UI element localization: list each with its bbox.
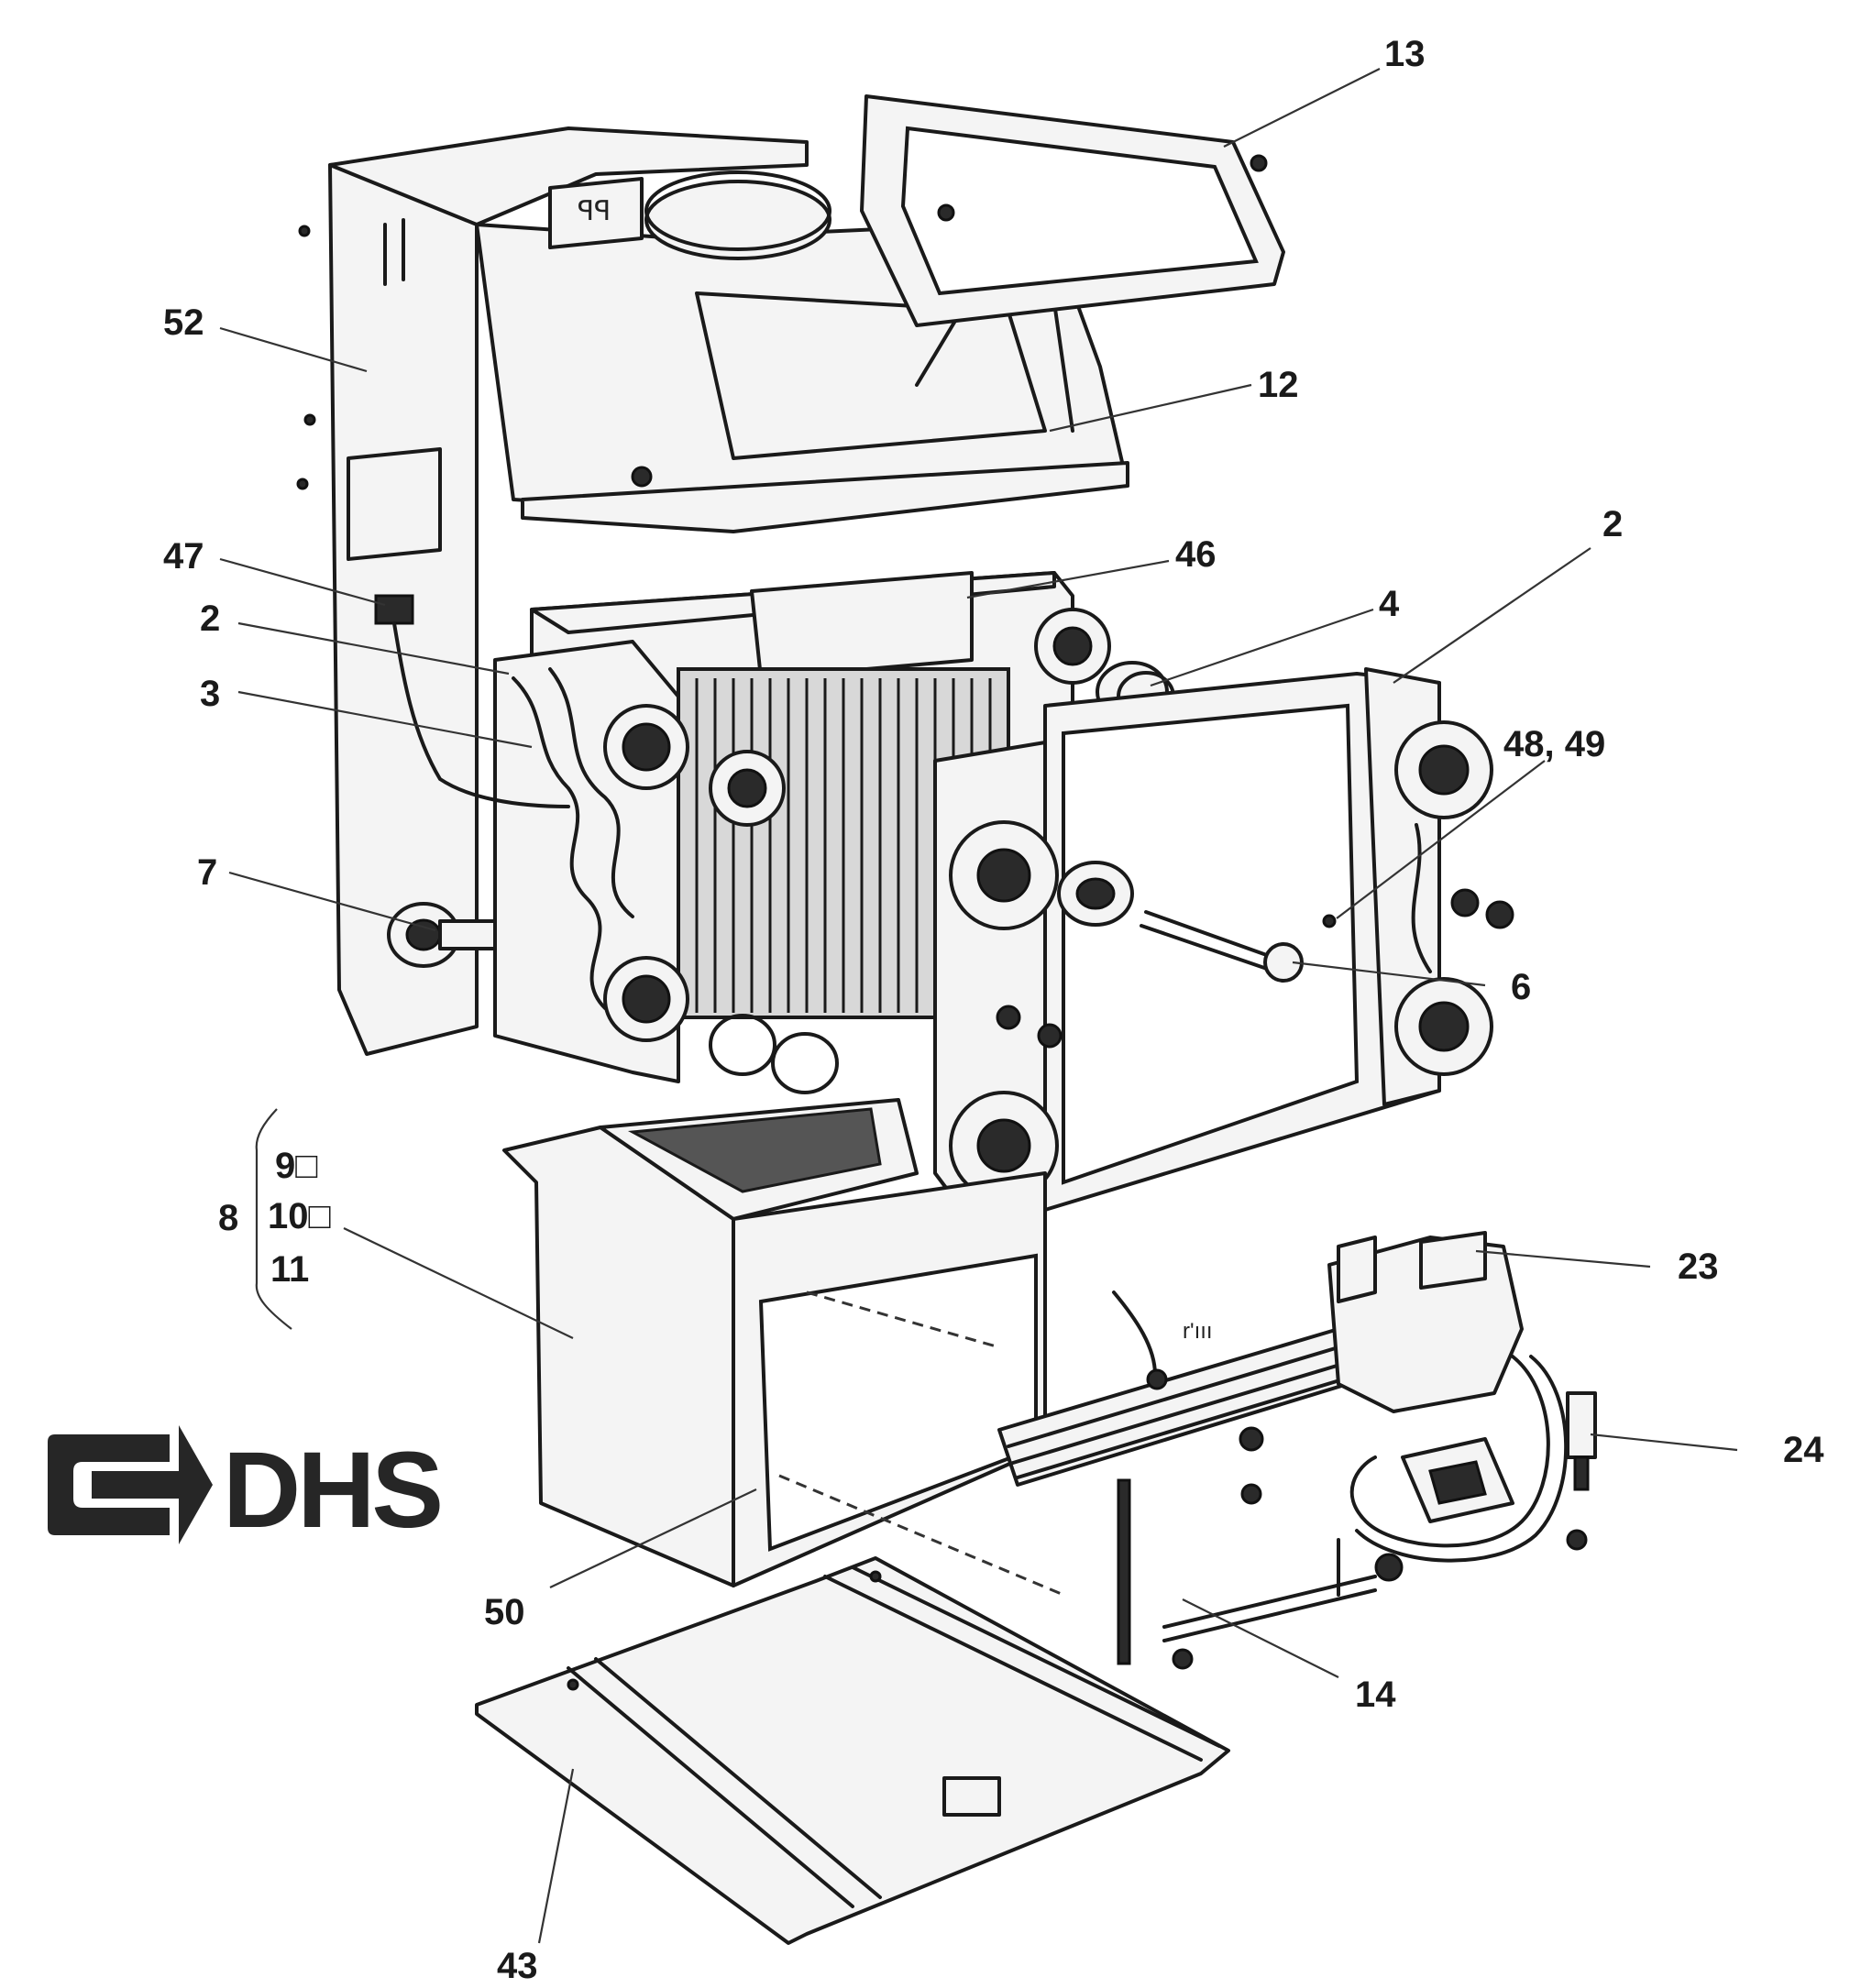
callout-4: 4 <box>1379 584 1400 624</box>
leader-52 <box>219 326 368 373</box>
group-brace <box>255 1108 292 1330</box>
callout-2-left: 2 <box>200 599 220 639</box>
callout-13: 13 <box>1384 34 1426 74</box>
leader-47 <box>219 557 386 607</box>
callout-43: 43 <box>497 1946 538 1986</box>
bottom-plate-part <box>475 1556 1230 1945</box>
callout-7: 7 <box>197 852 217 893</box>
bolt-part <box>1057 861 1337 983</box>
leader-2-right <box>1393 547 1591 684</box>
callout-3: 3 <box>200 674 220 714</box>
callout-50: 50 <box>484 1592 525 1632</box>
leader-14 <box>1182 1598 1339 1678</box>
leader-7 <box>228 871 436 932</box>
callout-2-right: 2 <box>1602 504 1623 544</box>
leader-6 <box>1292 961 1486 987</box>
callout-6: 6 <box>1511 967 1531 1007</box>
callout-48-49: 48, 49 <box>1503 724 1605 764</box>
brand-logo: DHS <box>48 1425 444 1551</box>
gas-valve-part: r'ııı <box>1112 1231 1524 1505</box>
leader-4 <box>1150 608 1374 687</box>
callout-52: 52 <box>163 302 204 343</box>
pressure-switch-part <box>1337 1355 1597 1597</box>
callout-23: 23 <box>1678 1247 1719 1287</box>
o-rings-part <box>709 1014 839 1094</box>
leader-13 <box>1223 68 1381 148</box>
leader-8-11 <box>343 1227 574 1339</box>
leader-46 <box>966 559 1170 599</box>
callout-12: 12 <box>1258 365 1299 405</box>
leader-23 <box>1475 1249 1651 1269</box>
leader-3 <box>237 690 533 749</box>
callout-46: 46 <box>1175 534 1217 575</box>
callout-11: 11 <box>270 1249 309 1290</box>
leader-50 <box>549 1488 757 1588</box>
leader-lines <box>219 68 1738 1944</box>
logo-text: DHS <box>223 1430 440 1551</box>
leader-24 <box>1590 1433 1738 1452</box>
callout-9: 9□ <box>275 1146 317 1186</box>
hood-marking: ꟼꟼ <box>578 196 611 226</box>
leader-2-left <box>237 621 510 675</box>
callout-14: 14 <box>1355 1675 1396 1715</box>
combustion-chamber-part <box>502 1098 1064 1597</box>
arrow-logo-icon <box>48 1425 213 1544</box>
leader-12 <box>1049 383 1252 433</box>
callout-10: 10□ <box>268 1196 331 1236</box>
fitting-part <box>387 902 497 968</box>
front-plate-part <box>933 667 1514 1221</box>
leader-48-49 <box>1336 760 1546 919</box>
callout-47: 47 <box>163 536 204 577</box>
callout-24: 24 <box>1783 1430 1824 1470</box>
callout-labels: 13 52 12 47 46 2 2 4 3 48, 49 7 6 9□ 8 1… <box>163 34 1824 1986</box>
leader-43 <box>537 1768 575 1944</box>
callout-8: 8 <box>218 1198 238 1238</box>
gasket-frame-part <box>860 94 1285 327</box>
valve-marking: r'ııı <box>1183 1319 1213 1344</box>
burner-part <box>997 1327 1377 1670</box>
